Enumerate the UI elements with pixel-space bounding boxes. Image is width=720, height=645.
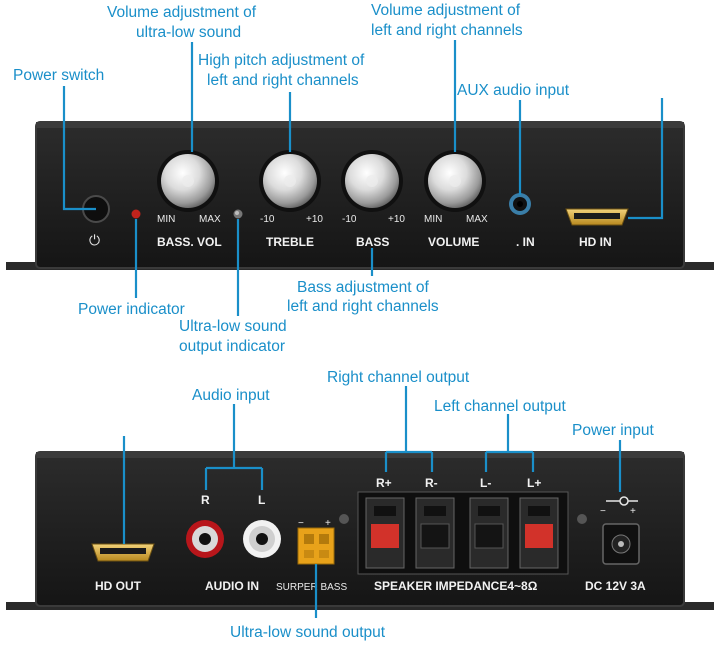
hd-in-port[interactable] xyxy=(565,208,629,226)
bass-vol-max: MAX xyxy=(199,214,221,225)
power-icon: ⏻ xyxy=(89,233,100,249)
power-indicator-led xyxy=(131,209,141,219)
callout-treble-lr-1: High pitch adjustment of xyxy=(198,52,365,69)
callout-bass-lr-1: Bass adjustment of xyxy=(297,279,430,296)
rca-right-jack[interactable] xyxy=(186,520,224,558)
terminal-r-minus-label: R- xyxy=(425,476,438,490)
callout-bass-lr-2: left and right channels xyxy=(287,298,439,315)
dc-label: DC 12V 3A xyxy=(585,579,646,593)
dc-minus: − xyxy=(600,506,606,517)
callout-power-input: Power input xyxy=(572,422,655,439)
bass-min: -10 xyxy=(342,214,357,225)
bass-vol-knob[interactable] xyxy=(157,150,219,212)
bass-max: +10 xyxy=(388,214,405,225)
callout-audio-input: Audio input xyxy=(192,387,270,404)
callout-ultra-low-volume-1: Volume adjustment of xyxy=(107,4,257,21)
speaker-impedance-label: SPEAKER IMPEDANCE4~8Ω xyxy=(374,579,538,593)
bass-knob[interactable] xyxy=(341,150,403,212)
treble-label: TREBLE xyxy=(266,235,314,249)
terminal-r-plus[interactable] xyxy=(365,497,405,569)
terminal-l-plus[interactable] xyxy=(519,497,559,569)
aux-input-label: . IN xyxy=(516,235,535,249)
callout-volume-lr-2: left and right channels xyxy=(371,22,523,39)
sub-minus: − xyxy=(298,518,304,529)
super-bass-label: SURPER BASS xyxy=(276,582,347,593)
callout-right-channel-output: Right channel output xyxy=(327,369,470,386)
bass-vol-label: BASS. VOL xyxy=(157,235,222,249)
hd-in-label: HD IN xyxy=(579,235,612,249)
treble-min: -10 xyxy=(260,214,275,225)
terminal-screw-right xyxy=(577,514,587,524)
terminal-r-minus[interactable] xyxy=(415,497,455,569)
rca-r-label: R xyxy=(201,493,210,507)
leader-audio-input xyxy=(204,404,264,490)
front-panel: ⏻ MIN MAX BASS. VOL -10 +10 TREBLE -10 +… xyxy=(6,121,714,270)
callout-ultra-low-output: Ultra-low sound output xyxy=(230,624,386,641)
volume-label: VOLUME xyxy=(428,235,479,249)
volume-min: MIN xyxy=(424,214,442,225)
callout-power-indicator: Power indicator xyxy=(78,301,185,318)
terminal-l-minus[interactable] xyxy=(469,497,509,569)
back-panel: HD OUT R L AUDIO IN − + SURPER BASS xyxy=(6,451,714,610)
treble-knob[interactable] xyxy=(259,150,321,212)
callout-ultra-low-indicator-1: Ultra-low sound xyxy=(179,318,287,335)
treble-max: +10 xyxy=(306,214,323,225)
callout-aux-input: AUX audio input xyxy=(457,82,570,99)
back-chassis-top-edge xyxy=(36,452,684,458)
dc-power-jack[interactable] xyxy=(602,523,640,565)
volume-max: MAX xyxy=(466,214,488,225)
bass-label: BASS xyxy=(356,235,389,249)
sub-plus: + xyxy=(325,518,331,529)
front-callout-lines xyxy=(62,40,664,316)
super-bass-connector[interactable] xyxy=(297,527,335,565)
callout-ultra-low-volume-2: ultra-low sound xyxy=(136,24,241,41)
terminal-r-plus-label: R+ xyxy=(376,476,392,490)
rca-left-jack[interactable] xyxy=(243,520,281,558)
terminal-l-plus-label: L+ xyxy=(527,476,541,490)
hd-out-port[interactable] xyxy=(91,543,155,562)
rca-l-label: L xyxy=(258,493,265,507)
leader-hd-in xyxy=(628,98,664,220)
callout-volume-lr-1: Volume adjustment of xyxy=(371,2,521,19)
leader-left-output xyxy=(484,414,535,472)
callout-power-switch: Power switch xyxy=(13,67,104,84)
callout-ultra-low-indicator-2: output indicator xyxy=(179,338,285,355)
callout-treble-lr-2: left and right channels xyxy=(207,72,359,89)
terminal-l-minus-label: L- xyxy=(480,476,491,490)
volume-knob[interactable] xyxy=(424,150,486,212)
callout-left-channel-output: Left channel output xyxy=(434,398,567,415)
front-chassis-top-edge xyxy=(36,122,684,128)
bass-vol-min: MIN xyxy=(157,214,175,225)
hd-out-label: HD OUT xyxy=(95,579,142,593)
dc-plus: + xyxy=(630,506,636,517)
ultra-low-indicator-led-shine xyxy=(235,211,239,215)
audio-in-label: AUDIO IN xyxy=(205,579,259,593)
back-callout-lines xyxy=(122,386,622,618)
leader-right-output xyxy=(384,386,434,472)
dc-polarity-icon xyxy=(606,496,638,506)
leader-power-switch xyxy=(62,86,96,211)
terminal-screw-left xyxy=(339,514,349,524)
aux-input-jack[interactable] xyxy=(509,193,531,215)
